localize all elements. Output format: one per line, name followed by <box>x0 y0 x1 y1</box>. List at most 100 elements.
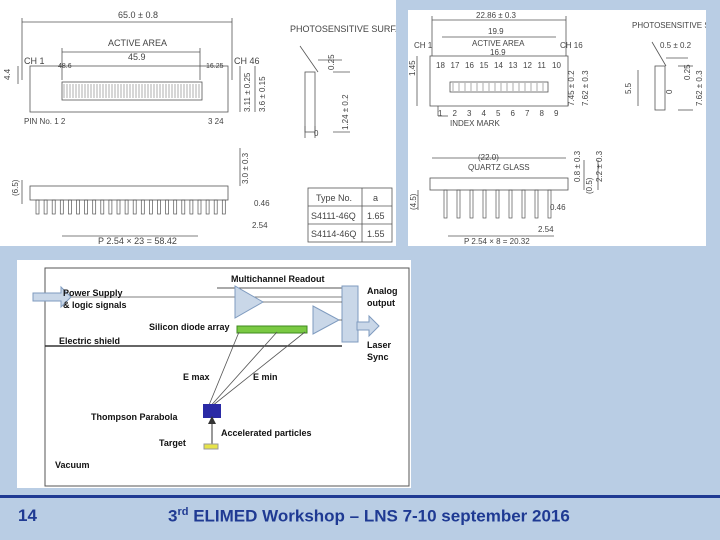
laser-label: Laser <box>367 340 392 350</box>
pin-046: 0.46 <box>254 199 270 208</box>
inner-width-16: 19.9 <box>488 27 504 36</box>
dim-v4-16: 5.5 <box>624 82 633 94</box>
overall-width-label: 65.0 ± 0.8 <box>118 10 158 20</box>
side-pin <box>221 199 226 215</box>
photosens-label: PHOTOSENSITIVE SURFACE <box>290 24 396 34</box>
dim-025: 0.25 <box>327 54 336 70</box>
dim-0-16: 0 <box>665 89 674 94</box>
side-pin <box>149 199 153 215</box>
trajectory-e-min <box>206 331 278 411</box>
side-pin-row <box>35 199 226 215</box>
target-block <box>203 443 219 450</box>
e-min-label: E min <box>253 372 278 382</box>
side-pin <box>547 189 552 219</box>
dim-v3-16: 7.62 ± 0.3 <box>581 70 590 106</box>
pin-number-bottom: 8 <box>540 109 545 118</box>
pin-number-bottom: 1 <box>438 109 443 118</box>
silicon-array-label: Silicon diode array <box>149 322 230 332</box>
output-label: output <box>367 298 395 308</box>
ch16-label-16: CH 16 <box>560 41 583 50</box>
dim-v2: 3.6 ± 0.15 <box>258 76 267 112</box>
side-pin <box>76 199 80 215</box>
package-side-view-16 <box>429 177 569 191</box>
pin-no-label: PIN No. 1 2 <box>24 117 66 126</box>
ch1-label: CH 1 <box>24 56 45 66</box>
quartz-label: QUARTZ GLASS <box>468 163 530 172</box>
side-pin <box>51 199 56 215</box>
active-window-channels <box>452 83 544 91</box>
side-pin <box>140 199 145 215</box>
pin-number-bottom: 2 <box>453 109 458 118</box>
side-pin <box>132 199 137 215</box>
side-view-window <box>304 71 316 133</box>
target-label: Target <box>159 438 186 448</box>
side-pin-row-16 <box>443 189 552 219</box>
dim-025-16: 0.25 <box>683 64 692 80</box>
pin-254-16: 2.54 <box>538 225 554 234</box>
detector-schematic: Multichannel Readout Power Supply & logi… <box>17 260 411 488</box>
laser-sync-arrow <box>356 314 380 338</box>
ch46-label: CH 46 <box>234 56 260 66</box>
photosens-label-16: PHOTOSENSITIVE SURFACE <box>632 21 706 30</box>
side-height: (6.5) <box>11 179 20 196</box>
top-pin-row <box>63 84 200 98</box>
thompson-label: Thompson Parabola <box>91 412 179 422</box>
footer-title-sup: rd <box>177 506 189 518</box>
side-left: (4.5) <box>409 193 418 210</box>
table-cell-a-2: 1.55 <box>367 229 385 239</box>
active-window <box>61 81 203 101</box>
sensor-drawing-16ch: 22.86 ± 0.3 19.9 ACTIVE AREA 16.9 CH 1 C… <box>408 10 706 246</box>
footer-divider <box>0 495 720 498</box>
pin-number-top: 16 <box>465 61 474 70</box>
side-pin <box>84 199 88 215</box>
side-pin <box>213 199 218 215</box>
pin-number-top: 10 <box>552 61 561 70</box>
analog-label: Analog <box>367 286 398 296</box>
sensor-drawing-46ch: 65.0 ± 0.8 ACTIVE AREA 45.9 CH 1 CH 46 4… <box>0 0 396 246</box>
quartz-dim: (22.0) <box>478 153 499 162</box>
electric-shield-label: Electric shield <box>59 336 120 346</box>
package-top-view-16 <box>429 55 569 107</box>
side-pin <box>534 189 539 219</box>
side-pin <box>35 199 40 215</box>
type-table-frame <box>307 187 393 243</box>
side-pin <box>92 199 97 215</box>
table-cell-type-2: S4114-46Q <box>311 229 356 239</box>
dim-v5-16: 7.62 ± 0.3 <box>695 70 704 106</box>
pin-number-top: 15 <box>480 61 489 70</box>
pin-number-bottom: 9 <box>554 109 559 118</box>
package-top-view <box>29 65 229 113</box>
side-v2: 2.2 ± 0.3 <box>595 150 604 182</box>
sync-label: Sync <box>367 352 389 362</box>
table-header-a: a <box>373 193 378 203</box>
dim-v1: 3.11 ± 0.25 <box>243 72 252 112</box>
side-pin <box>116 199 121 215</box>
pin-no-right: 3 24 <box>208 117 224 126</box>
side-pin <box>189 199 194 215</box>
side-pin <box>173 199 178 215</box>
side-pin <box>521 189 526 219</box>
side-pin <box>68 199 72 215</box>
pin-number-top: 14 <box>494 61 503 70</box>
silicon-diode-array <box>236 325 308 334</box>
side-pin <box>456 189 461 219</box>
dim-v2-16: 7.45 ± 0.2 <box>567 70 576 106</box>
pin-number-top: 17 <box>451 61 460 70</box>
side-pin <box>197 199 202 215</box>
pin-number-top: 13 <box>509 61 518 70</box>
dim-124: 1.24 ± 0.2 <box>341 94 350 130</box>
trajectory-e-max <box>206 331 240 411</box>
ch1-label-16: CH 1 <box>414 41 433 50</box>
side-pin <box>124 199 129 215</box>
footer-title-rest: ELIMED Workshop – LNS 7-10 september 201… <box>188 506 570 526</box>
pin-254: 2.54 <box>252 221 268 230</box>
overall-width-16: 22.86 ± 0.3 <box>476 11 517 20</box>
photosens-line: PHOTOSENSITIVE SURFACE <box>290 24 396 34</box>
readout-block <box>341 285 359 343</box>
pin-046-16: 0.46 <box>550 203 566 212</box>
active-area-label: ACTIVE AREA <box>108 38 167 48</box>
side-pin <box>165 199 169 215</box>
active-area-label-16: ACTIVE AREA <box>472 39 525 48</box>
